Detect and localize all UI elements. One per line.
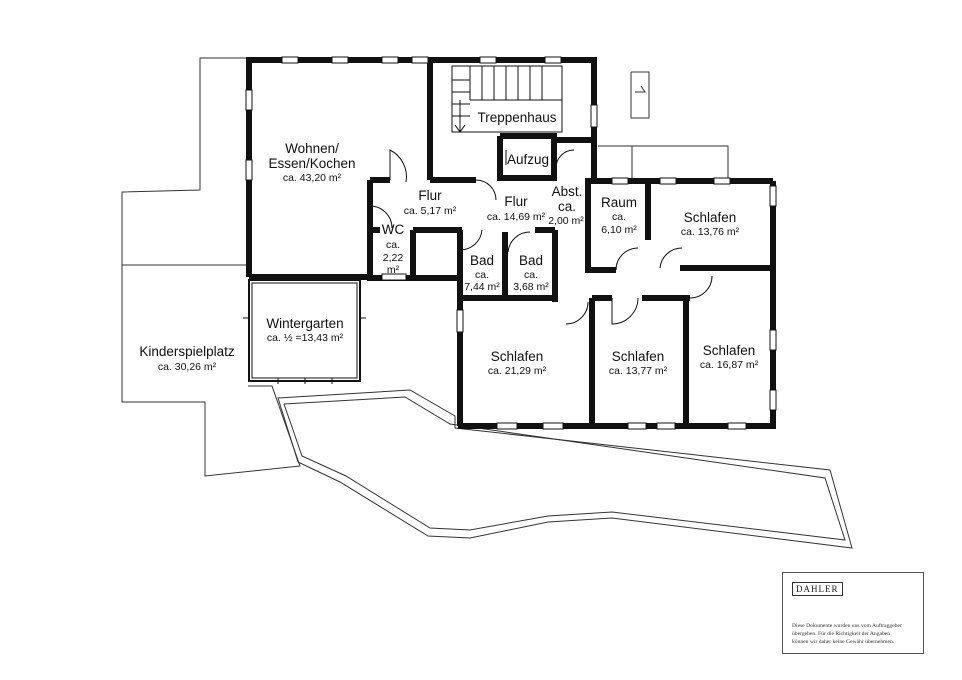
window [769, 185, 777, 207]
room-name-treppenhaus: Treppenhaus [477, 110, 556, 125]
window [496, 422, 518, 430]
door-swing [459, 229, 483, 251]
terrace-inner-line [283, 396, 846, 541]
window [479, 56, 497, 64]
room-area-bad-1-1: ca. [475, 269, 489, 281]
brand-logo: DAHLER [792, 582, 843, 596]
window [542, 422, 564, 430]
door-swing [611, 297, 639, 325]
room-name-wohnen-2: Essen/Kochen [268, 156, 355, 171]
room-name-schlafen-4: Schlafen [703, 343, 756, 358]
elevator-wall [497, 133, 557, 181]
disclaimer-line-2: übergeben. Für die Richtigkeit der Angab… [792, 631, 891, 637]
window [769, 329, 777, 351]
room-name-schlafen-1: Schlafen [684, 210, 737, 225]
door-swing [555, 149, 575, 169]
disclaimer-line-3: können wir daher keine Gewähr übernehmen… [792, 639, 895, 645]
room-name-wohnen-1: Wohnen/ [285, 141, 339, 156]
balcony-top [598, 145, 729, 182]
window [727, 422, 747, 430]
door-swing [659, 247, 683, 269]
terrace-boundary [277, 389, 853, 549]
room-area-bad-2-2: 3,68 m² [513, 281, 549, 293]
room-area-raum-1: ca. [612, 211, 626, 223]
stair-outline [451, 65, 563, 133]
room-area-wohnen: ca. 43,20 m² [283, 172, 342, 184]
playground-boundary [121, 57, 301, 477]
room-area-kinderspielplatz: ca. 30,26 m² [158, 361, 217, 373]
north-arrow [635, 85, 646, 93]
room-name-schlafen-3: Schlafen [612, 349, 665, 364]
room-name-flur-2: Flur [504, 194, 528, 209]
door-swing [507, 231, 531, 253]
door-swing [615, 247, 639, 271]
room-name-raum: Raum [601, 195, 637, 210]
room-area-wintergarten: ca. ½ =13,43 m² [267, 332, 344, 344]
door-swing [475, 179, 497, 201]
door-swing [689, 275, 713, 299]
room-area-bad-2-1: ca. [524, 269, 538, 281]
room-labels: Wohnen/ Essen/Kochen ca. 43,20 m² Treppe… [139, 110, 758, 377]
window [411, 56, 429, 64]
disclaimer-line-1: Diese Dokumente wurden uns vom Auftragge… [792, 623, 902, 629]
storage-wall [556, 137, 597, 178]
window [590, 104, 598, 128]
room-name-schlafen-2: Schlafen [491, 349, 544, 364]
window [381, 56, 399, 64]
room-area-flur-2: ca. 14,69 m² [487, 211, 546, 223]
window [281, 56, 299, 64]
window [611, 177, 629, 185]
room-name-bad-1: Bad [470, 253, 494, 268]
room-area-bad-1-2: 7,44 m² [464, 281, 500, 293]
doors [369, 149, 713, 325]
wintergarten-frame [243, 279, 366, 384]
door-swing [389, 149, 407, 183]
room-area-abst: 2,00 m² [548, 215, 584, 227]
room-name-kinderspielplatz: Kinderspielplatz [139, 344, 235, 359]
room-area-wc-2: 2,22 [383, 252, 404, 264]
room-name-bad-2: Bad [519, 253, 543, 268]
room-area-wc-3: m² [387, 264, 400, 276]
window [381, 273, 407, 281]
door-swing [369, 205, 393, 229]
window [656, 422, 676, 430]
room-area-schlafen-3: ca. 13,77 m² [609, 365, 668, 377]
window [245, 159, 253, 181]
window [544, 56, 562, 64]
window [659, 177, 677, 185]
room-raum-wall [585, 178, 616, 273]
room-name-wintergarten: Wintergarten [266, 316, 343, 331]
stair-direction-arrowhead [454, 124, 466, 133]
disclaimer-box: DAHLER Diese Dokumente wurden uns vom Au… [782, 572, 924, 654]
room-area-schlafen-4: ca. 16,87 m² [700, 359, 759, 371]
terrain-lines [121, 57, 853, 549]
window [331, 56, 349, 64]
window [456, 309, 464, 333]
window [627, 422, 647, 430]
room-name-abst-1: Abst. [552, 184, 583, 199]
room-name-flur-1: Flur [418, 188, 442, 203]
door-swing [565, 301, 589, 325]
room-area-wc-1: ca. [386, 239, 400, 251]
room-name-aufzug: Aufzug [507, 152, 549, 167]
room-name-wc: WC [382, 222, 405, 237]
room-area-schlafen-1: ca. 13,76 m² [681, 226, 740, 238]
room-area-raum-2: 6,10 m² [601, 224, 637, 236]
window [245, 89, 253, 111]
staircase [451, 65, 563, 133]
room-area-flur-1: ca. 5,17 m² [404, 205, 457, 217]
window [713, 177, 731, 185]
walls [246, 57, 776, 429]
windows [245, 56, 777, 430]
window [769, 389, 777, 411]
north-arrow-frame [630, 71, 650, 119]
room-area-schlafen-2: ca. 21,29 m² [488, 365, 547, 377]
room-name-abst-2: ca. [558, 199, 576, 214]
hall-west-wall [367, 180, 462, 281]
